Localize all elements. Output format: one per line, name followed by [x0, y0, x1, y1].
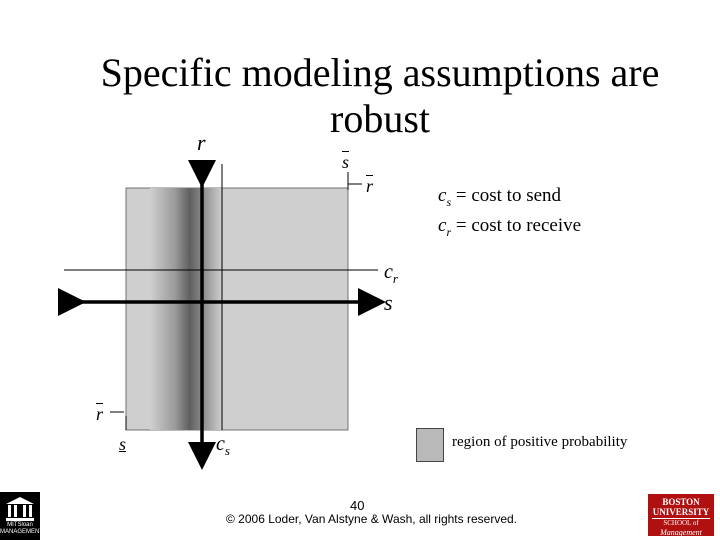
slide-title: Specific modeling assumptions are robust	[100, 50, 660, 141]
copyright-notice: © 2006 Loder, Van Alstyne & Wash, all ri…	[226, 512, 517, 526]
r-bar-top-label: r	[366, 176, 374, 196]
legend-swatch	[416, 428, 444, 462]
boston-university-logo: BOSTON UNIVERSITY SCHOOL of Management	[648, 494, 714, 537]
definitions-block: cs = cost to send cr = cost to receive	[438, 184, 581, 244]
s-bar-top-label: s	[342, 152, 350, 172]
legend-label: region of positive probability	[452, 434, 628, 450]
r-bar-bottom-label: r	[96, 404, 104, 424]
definition-receive: cr = cost to receive	[438, 214, 582, 239]
mit-sloan-logo: MITSloan MANAGEMENT	[0, 492, 44, 540]
probability-band	[150, 188, 222, 430]
horizontal-axis-label: s	[384, 290, 393, 315]
vertical-axis-label: r	[197, 130, 206, 155]
building-icon	[6, 497, 34, 521]
c-s-label: cs	[216, 433, 230, 458]
c-r-label: cr	[384, 261, 398, 286]
probability-region-right	[221, 187, 349, 431]
definition-send: cs = cost to send	[438, 185, 562, 209]
page-number: 40	[350, 498, 365, 513]
mit-logo-text: MITSloan MANAGEMENT	[0, 522, 44, 535]
s-bar-bottom-label: s	[119, 434, 127, 454]
